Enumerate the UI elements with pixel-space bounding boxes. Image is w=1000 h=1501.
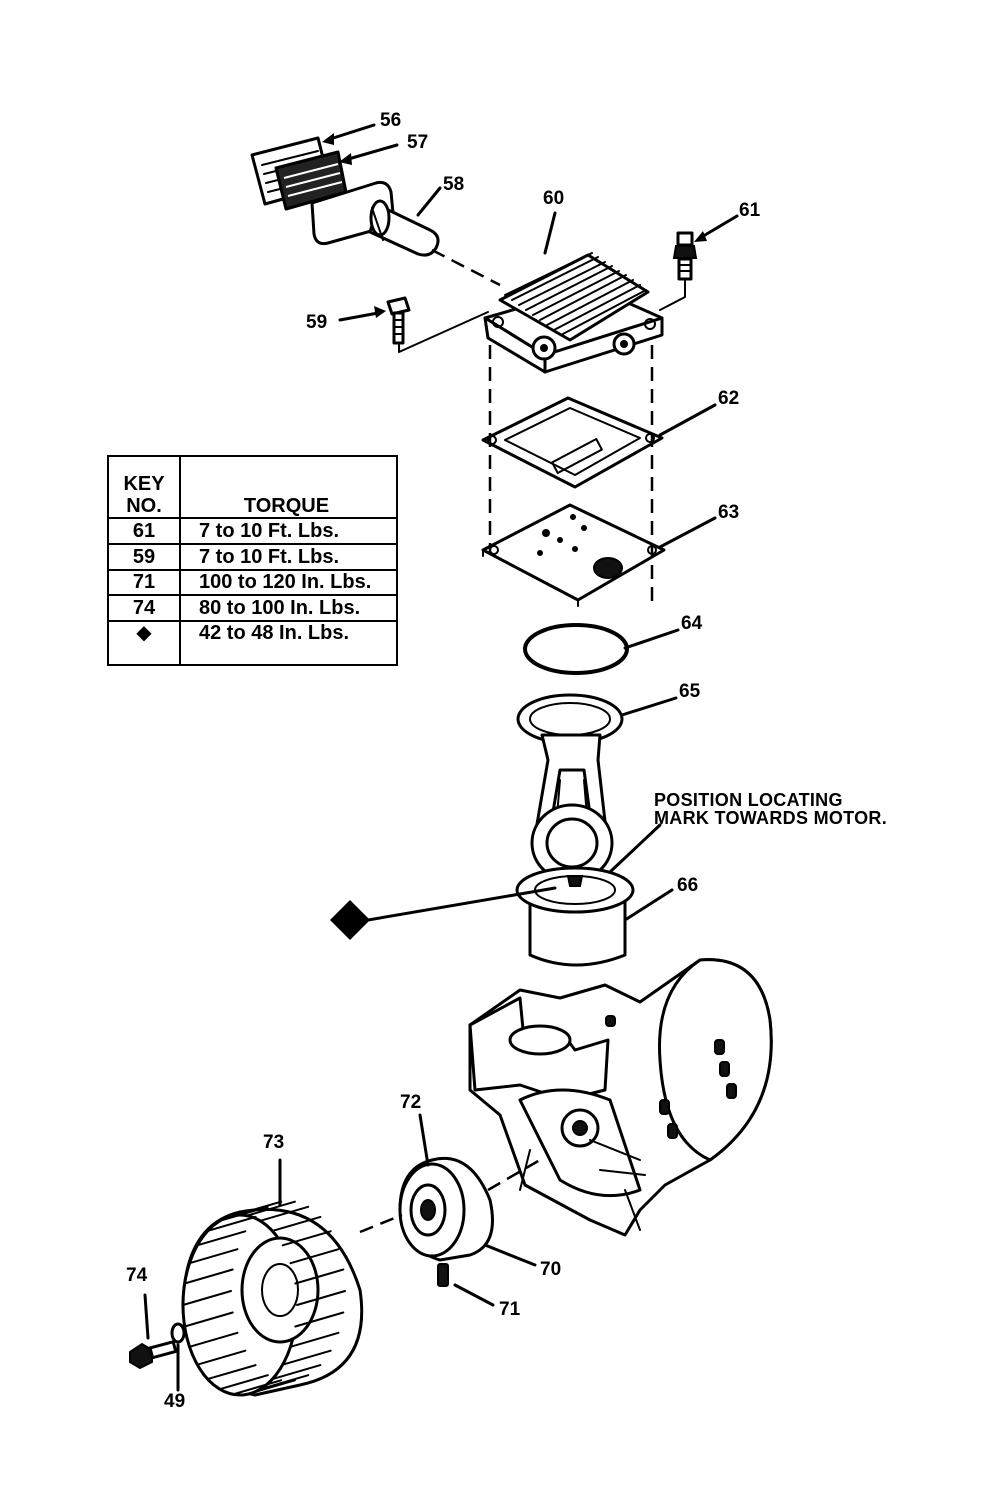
fan-blades <box>182 1200 346 1396</box>
fan-blade <box>182 1290 232 1306</box>
fan-blade <box>259 1374 310 1391</box>
fan-blade <box>281 1230 332 1247</box>
row-torque: 7 to 10 Ft. Lbs. <box>179 542 398 571</box>
table-row: 71 100 to 120 In. Lbs. <box>107 568 398 597</box>
leader-lines <box>143 123 739 1392</box>
callout-74: 74 <box>126 1265 148 1286</box>
table-row: ◆ 42 to 48 In. Lbs. <box>107 620 398 666</box>
part-61-fitting <box>659 231 698 311</box>
motor-crankcase <box>468 958 773 1237</box>
part-66-eccentric <box>515 866 635 967</box>
callout-72: 72 <box>400 1092 421 1113</box>
row-key: 71 <box>107 568 181 597</box>
table-row: 74 80 to 100 In. Lbs. <box>107 594 398 622</box>
part-65-piston-rod <box>516 693 624 883</box>
row-key: 59 <box>107 542 181 571</box>
note-line-1: POSITION LOCATING <box>654 790 843 810</box>
callout-66: 66 <box>677 875 698 896</box>
part-59-head-bolt <box>386 296 489 353</box>
row-key: 74 <box>107 594 181 622</box>
fan-blade <box>183 1268 234 1285</box>
part-74-49-bolt-washer <box>129 1322 186 1370</box>
fan-blade <box>271 1364 322 1381</box>
header-torque: TORQUE <box>179 455 398 519</box>
fan-blade <box>196 1349 247 1366</box>
callout-numbers: 56 57 58 60 61 59 62 63 64 65 66 72 73 7… <box>126 110 761 1412</box>
callout-58: 58 <box>443 174 464 195</box>
callout-61: 61 <box>739 200 761 221</box>
callout-73: 73 <box>263 1132 284 1153</box>
fan-blade <box>206 1215 257 1232</box>
fan-blade <box>289 1331 340 1348</box>
fan-blade <box>294 1311 345 1328</box>
fan-blade <box>245 1379 296 1396</box>
torque-diamond-marker <box>330 900 370 940</box>
part-71-set-screw <box>437 1263 449 1287</box>
part-73-blower-wheel <box>181 1200 364 1397</box>
header-key-line1: KEY <box>123 473 165 495</box>
callout-62: 62 <box>718 388 739 409</box>
fan-blade <box>271 1215 322 1232</box>
alignment-lines <box>359 248 654 1234</box>
callout-60: 60 <box>543 188 564 209</box>
callout-65: 65 <box>679 681 701 702</box>
callout-59: 59 <box>306 312 327 333</box>
callout-70: 70 <box>540 1259 561 1280</box>
header-key-no: KEY NO. <box>107 455 181 519</box>
fan-blade <box>188 1248 239 1265</box>
callout-49: 49 <box>164 1391 185 1412</box>
table-row: 59 7 to 10 Ft. Lbs. <box>107 542 398 571</box>
fan-blade <box>294 1268 345 1285</box>
fan-blade <box>206 1364 257 1381</box>
fan-blade <box>196 1230 247 1247</box>
part-56-57-valve-assembly <box>250 136 348 211</box>
fan-blade <box>259 1205 310 1222</box>
callout-56: 56 <box>380 110 401 131</box>
row-key: 61 <box>107 517 181 545</box>
torque-table: KEY NO. TORQUE 61 7 to 10 Ft. Lbs. 59 7 … <box>107 455 398 666</box>
locating-mark-note: POSITION LOCATING MARK TOWARDS MOTOR. <box>654 790 887 828</box>
part-63-valve-plate <box>481 503 666 607</box>
callout-71: 71 <box>499 1299 521 1320</box>
fan-blade <box>188 1331 239 1348</box>
fan-blade <box>218 1205 269 1222</box>
fan-blade <box>183 1311 234 1328</box>
part-58-intake-filter <box>310 180 440 257</box>
fan-blade <box>296 1290 346 1306</box>
callout-57: 57 <box>407 132 428 153</box>
fan-blade <box>245 1200 296 1217</box>
part-64-o-ring <box>523 623 629 675</box>
torque-table-header: KEY NO. TORQUE <box>107 455 398 519</box>
note-line-2: MARK TOWARDS MOTOR. <box>654 808 887 828</box>
callout-64: 64 <box>681 613 703 634</box>
fan-blade <box>232 1379 283 1396</box>
fan-blade <box>289 1248 340 1265</box>
part-60-cylinder-head <box>483 252 664 374</box>
header-key-line2: NO. <box>126 495 162 517</box>
part-70-72-hub <box>398 1156 494 1262</box>
callout-63: 63 <box>718 502 739 523</box>
part-62-head-gasket <box>481 396 664 489</box>
row-torque: 80 to 100 In. Lbs. <box>179 594 398 622</box>
row-torque: 100 to 120 In. Lbs. <box>179 568 398 597</box>
fan-blade <box>218 1374 269 1391</box>
fan-blade <box>232 1200 283 1217</box>
fan-blade <box>281 1349 332 1366</box>
row-torque: 7 to 10 Ft. Lbs. <box>179 517 398 545</box>
table-row: 61 7 to 10 Ft. Lbs. <box>107 517 398 545</box>
row-key: ◆ <box>107 620 181 666</box>
row-torque: 42 to 48 In. Lbs. <box>179 620 398 666</box>
